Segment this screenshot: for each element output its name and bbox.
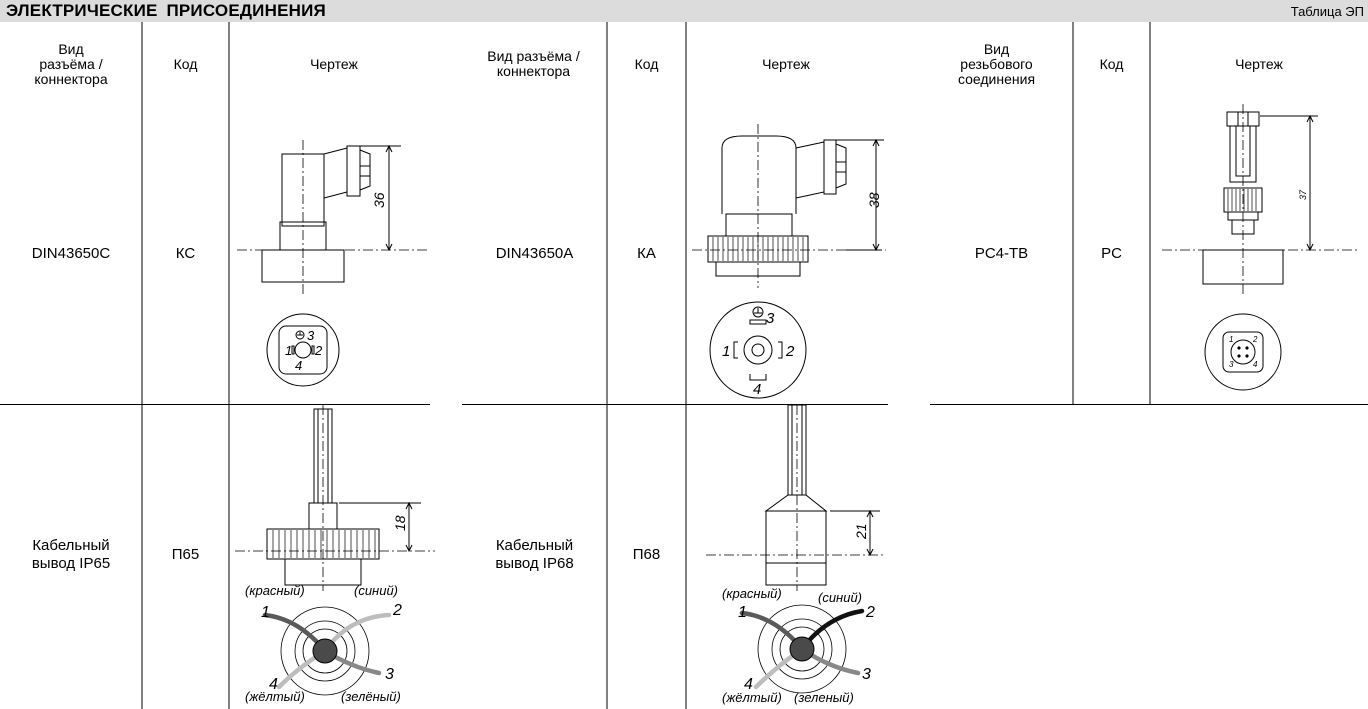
wire-color-label: (красный): [245, 583, 305, 598]
header-view-1: Вид разъёма / коннектора: [34, 40, 108, 87]
header-code-3: Код: [1099, 55, 1124, 72]
wire-color-label: (жёлтый): [722, 690, 782, 705]
wire-color-label: (синий): [354, 583, 398, 598]
pin-label: 4: [295, 358, 302, 373]
header-view-3: Вид резьбового соединения: [957, 40, 1036, 87]
dim-label: 21: [853, 523, 869, 540]
pin-label: 1: [722, 343, 730, 360]
row2-view-ip68: Кабельный вывод IP68: [495, 537, 574, 572]
wire-number: 4: [269, 676, 278, 693]
wire-number: 4: [744, 676, 753, 693]
dim-label: 37: [1298, 189, 1308, 200]
title-bar: ЭЛЕКТРИЧЕСКИЕ ПРИСОЕДИНЕНИЯ Таблица ЭП: [0, 0, 1368, 22]
drawing-cable-ip65: 18 (красный) (синий) (жёлтый) (зелёный) …: [235, 405, 435, 704]
header-code-2: Код: [634, 55, 659, 72]
pin-label: 2: [785, 343, 795, 360]
pin-label: 3: [1229, 360, 1234, 369]
drawing-din43650c: 36 3 1 2 4: [237, 140, 429, 387]
header-drawing-2: Чертеж: [762, 55, 810, 72]
pin-label: 1: [285, 343, 292, 358]
header-drawing-3: Чертеж: [1235, 55, 1283, 72]
wire-color-label: (зеленый): [794, 690, 854, 705]
table-label: Таблица ЭП: [1290, 4, 1364, 19]
wire-number: 1: [738, 604, 747, 621]
row1-view-pc4tb: PC4-TB: [974, 245, 1029, 262]
wire-number: 2: [392, 602, 402, 619]
pin-label: 2: [314, 343, 323, 358]
row1-code-pc: PC: [1101, 245, 1122, 262]
wire-number: 2: [865, 604, 875, 621]
pin-label: 1: [1229, 335, 1233, 344]
drawing-din43650a: 38 3 1 2 4: [692, 124, 886, 399]
row1-view-din43650a: DIN43650A: [495, 245, 574, 262]
wire-number: 1: [261, 604, 270, 621]
header-view-2: Вид разъёма / коннектора: [487, 48, 580, 79]
pin-label: 4: [753, 381, 761, 398]
row1-code-kc: КС: [175, 245, 196, 262]
wire-number: 3: [862, 666, 871, 683]
row1-code-ka: КА: [637, 245, 656, 262]
knurl-pattern: [272, 530, 376, 558]
wire-color-label: (синий): [818, 590, 862, 605]
wire-color-label: (зелёный): [341, 689, 401, 704]
pin-label: 4: [1253, 360, 1258, 369]
row1-view-din43650c: DIN43650C: [31, 245, 111, 262]
wire-color-label: (жёлтый): [245, 689, 305, 704]
pin-label: 3: [766, 310, 775, 327]
pin-label: 3: [307, 328, 315, 343]
row2-code-p65: П65: [171, 546, 200, 563]
wire-color-label: (красный): [722, 586, 782, 601]
header-code-1: Код: [173, 55, 198, 72]
row2-code-p68: П68: [632, 546, 661, 563]
dim-label: 18: [392, 515, 408, 531]
row2-view-ip65: Кабельный вывод IP65: [31, 537, 111, 572]
page-title: ЭЛЕКТРИЧЕСКИЕ ПРИСОЕДИНЕНИЯ: [6, 1, 326, 20]
pin-label: 2: [1252, 335, 1258, 344]
ground-icon: [295, 330, 305, 340]
ground-icon: [752, 306, 764, 318]
header-drawing-1: Чертеж: [310, 55, 358, 72]
drawing-pc4tb: 37 1 2 3 4: [1162, 104, 1360, 391]
drawing-cable-ip68: 21 (красный) (синий) (жёлтый) (зеленый) …: [706, 405, 886, 705]
dim-label: 38: [866, 192, 882, 208]
wire-number: 3: [385, 666, 394, 683]
dim-label: 36: [371, 192, 387, 208]
